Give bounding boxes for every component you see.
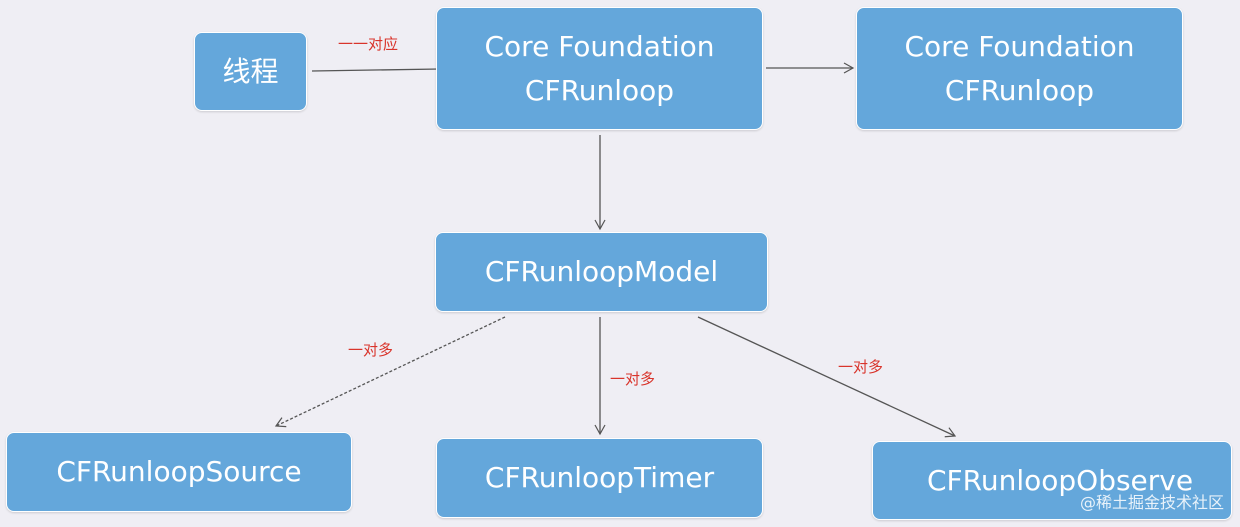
node-thread: 线程: [194, 32, 307, 111]
watermark-text: @稀土掘金技术社区: [1079, 493, 1224, 512]
node-core-foundation-cfrunloop-right: Core Foundation CFRunloop: [856, 7, 1183, 130]
node-cf-right-line-2: CFRunloop: [944, 73, 1095, 107]
edge-model-to-source: [274, 316, 506, 428]
edge-thread-to-runloop: [311, 68, 441, 72]
node-thread-label: 线程: [222, 54, 279, 88]
edge-label-one-to-many-observe: 一对多: [838, 358, 884, 376]
node-core-foundation-cfrunloop: Core Foundation CFRunloop: [436, 7, 763, 130]
edge-label-one-to-many-timer: 一对多: [610, 370, 656, 388]
node-cfrunloop-observe: CFRunloopObserve: [872, 441, 1232, 520]
node-cfrunloop-timer: CFRunloopTimer: [436, 438, 763, 518]
node-timer-label: CFRunloopTimer: [484, 461, 715, 494]
node-cf-right-line-1: Core Foundation: [904, 29, 1135, 63]
node-cf-main-line-2: CFRunloop: [524, 73, 675, 107]
node-cf-main-line-1: Core Foundation: [484, 29, 715, 63]
edge-label-one-to-many-source: 一对多: [348, 341, 394, 359]
edge-label-one-to-one: 一一对应: [338, 35, 399, 53]
edge-model-to-observe: [697, 316, 957, 438]
node-cfrunloop-source: CFRunloopSource: [6, 432, 352, 512]
node-source-label: CFRunloopSource: [56, 455, 302, 488]
node-cfrunloop-model: CFRunloopModel: [435, 232, 768, 312]
node-observe-label: CFRunloopObserve: [927, 463, 1194, 497]
node-model-label: CFRunloopModel: [484, 255, 719, 288]
